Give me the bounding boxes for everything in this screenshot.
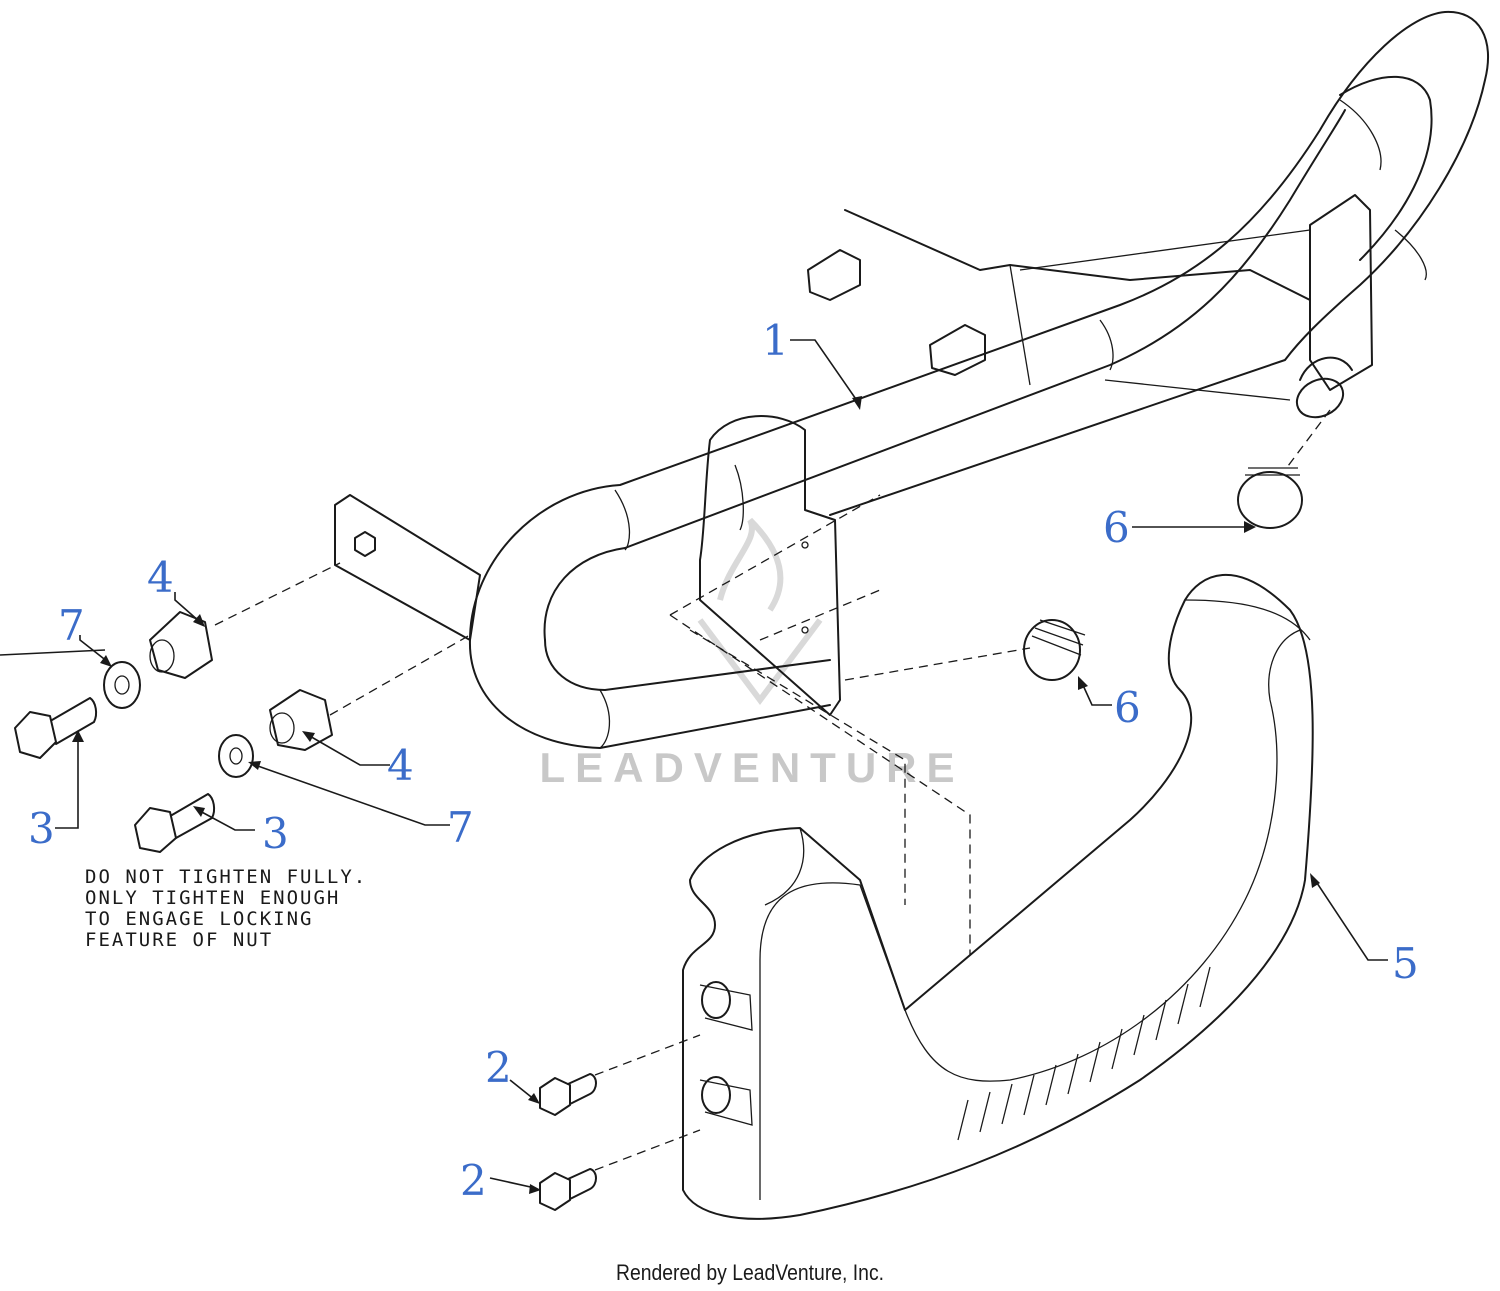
callout-5: 5 [1392, 939, 1419, 988]
assembly-note: DO NOT TIGHTEN FULLY. ONLY TIGHTEN ENOUG… [85, 866, 367, 951]
part-7-washers [103, 661, 254, 778]
callout-leaders [0, 339, 1388, 1194]
part-6-caps [1023, 467, 1303, 681]
part-4-sleeves [149, 611, 333, 751]
callout-6-upper: 6 [1103, 503, 1130, 552]
note-line-1: DO NOT TIGHTEN FULLY. [85, 866, 367, 888]
assembly-lines [214, 409, 1331, 1171]
callout-7-upper: 7 [58, 601, 85, 650]
note-line-4: FEATURE OF NUT [85, 929, 273, 951]
callout-1: 1 [762, 316, 789, 365]
callout-2-lower: 2 [460, 1156, 487, 1205]
part-1-bumper-frame [334, 10, 1490, 749]
callout-3-right: 3 [262, 809, 289, 858]
callout-7-lower: 7 [447, 803, 474, 852]
callout-2-upper: 2 [485, 1043, 512, 1092]
watermark: LEADVENTURE [539, 517, 964, 791]
callout-4-lower: 4 [387, 741, 414, 790]
part-2-screws [539, 1073, 597, 1211]
render-credit: Rendered by LeadVenture, Inc. [615, 1260, 885, 1285]
callouts: 1 2 2 3 3 4 4 5 6 6 7 7 [28, 316, 1419, 1205]
part-5-bumper-guard [682, 573, 1314, 1220]
callout-6-lower: 6 [1114, 683, 1141, 732]
watermark-logo-icon [697, 517, 823, 705]
callout-3-left: 3 [28, 804, 55, 853]
note-line-3: TO ENGAGE LOCKING [85, 908, 313, 930]
callout-4-upper: 4 [147, 553, 174, 602]
watermark-text: LEADVENTURE [539, 744, 964, 791]
note-line-2: ONLY TIGHTEN ENOUGH [85, 887, 340, 909]
